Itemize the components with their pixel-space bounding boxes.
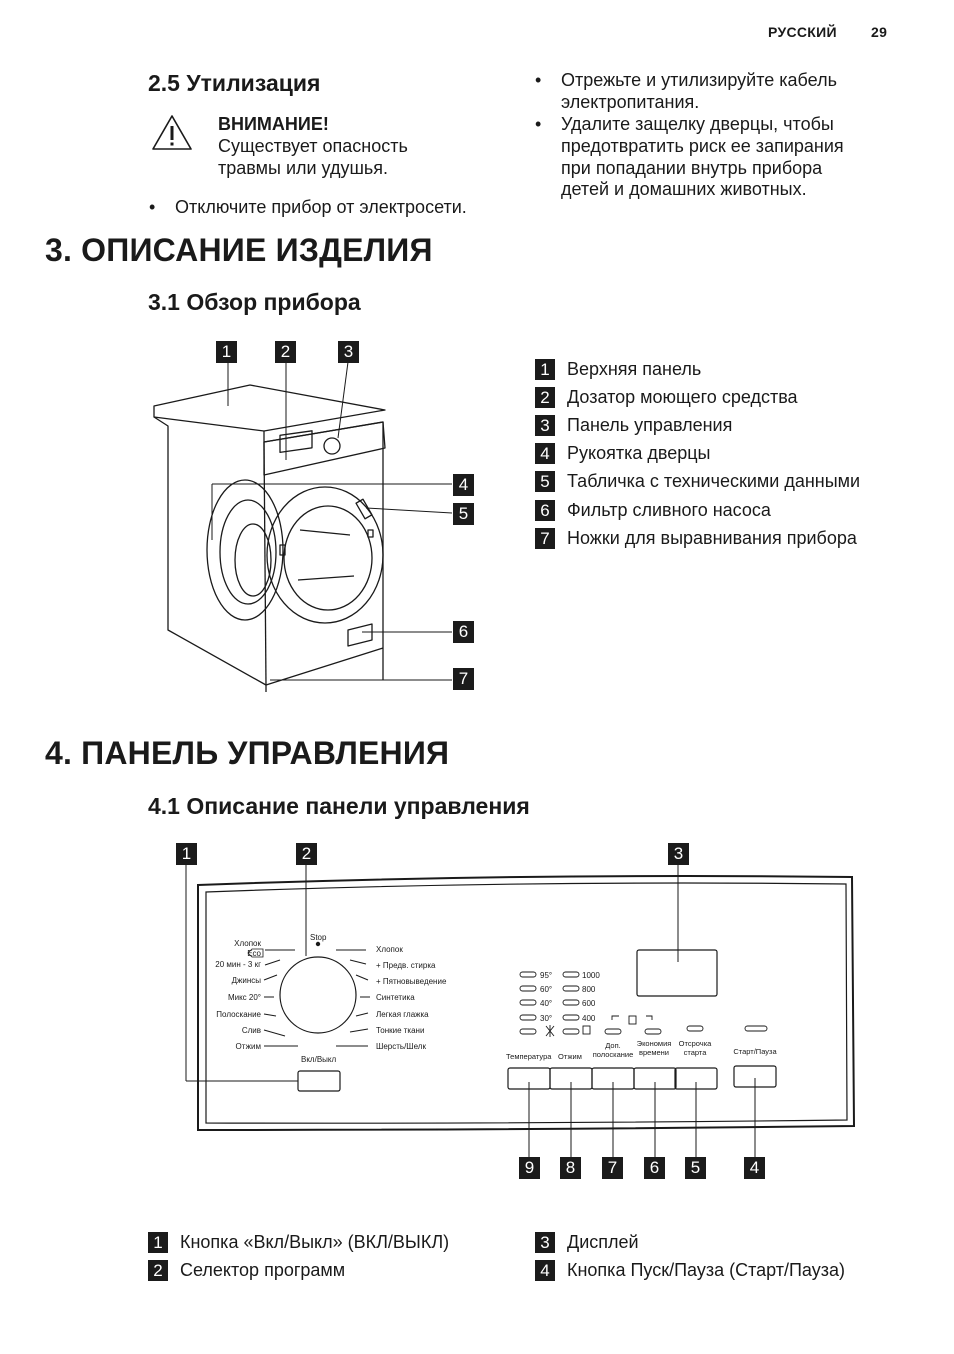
program-easy-iron: Легкая глажка: [376, 1010, 429, 1019]
disposal-title: 2.5 Утилизация: [148, 70, 321, 96]
btn-label-delay-1: Отсрочка: [679, 1039, 712, 1048]
panel-callout-6: 6: [644, 1157, 665, 1179]
temp-95: 95°: [540, 971, 552, 980]
bullet-remove-latch-3: при попадании внутрь прибора: [561, 158, 823, 178]
btn-label-eco-2: времени: [639, 1048, 669, 1057]
temp-60: 60°: [540, 985, 552, 994]
page-number: 29: [871, 24, 888, 40]
control-panel-illustration: Stop Хлопок Eco 20 мин - 3 кг Джинсы Мик…: [185, 865, 856, 1158]
temp-30: 30°: [540, 1014, 552, 1023]
program-drain: Слив: [242, 1026, 261, 1035]
callout-7: 7: [453, 668, 474, 690]
warning-icon: [152, 115, 192, 150]
program-cotton-left: Хлопок: [234, 939, 261, 948]
spin-400: 400: [582, 1014, 596, 1023]
bullet-remove-latch-2: предотвратить риск ее запирания: [561, 136, 844, 156]
program-delicates: Тонкие ткани: [376, 1026, 424, 1035]
btn-label-rinse-1: Доп.: [605, 1041, 620, 1050]
btn-label-spin: Отжим: [558, 1052, 582, 1061]
program-mix: Микс 20°: [228, 993, 261, 1002]
program-rinse: Полоскание: [216, 1010, 261, 1019]
program-stain: + Пятновыведение: [376, 977, 447, 986]
temp-40: 40°: [540, 999, 552, 1008]
program-spin: Отжим: [236, 1042, 261, 1051]
program-20min: 20 мин - 3 кг: [215, 960, 261, 969]
panel-callout-3: 3: [668, 843, 689, 865]
callout-5: 5: [453, 503, 474, 525]
bullet-cut-cable-2: электропитания.: [561, 92, 700, 112]
warning-line-2: травмы или удушья.: [218, 158, 389, 178]
program-eco: Eco: [247, 949, 261, 958]
warning-title: ВНИМАНИЕ!: [218, 114, 329, 134]
callout-2: 2: [275, 341, 296, 363]
header-language: РУССКИЙ: [768, 24, 837, 40]
btn-label-delay-2: старта: [684, 1048, 708, 1057]
panel-callout-5: 5: [685, 1157, 706, 1179]
warning-line-1: Существует опасность: [218, 136, 408, 156]
panel-callout-2: 2: [296, 843, 317, 865]
program-jeans: Джинсы: [232, 976, 262, 985]
washing-machine-illustration: [153, 361, 453, 692]
spin-1000: 1000: [582, 971, 600, 980]
callout-3: 3: [338, 341, 359, 363]
bullet-unplug: Отключите прибор от электросети.: [149, 196, 467, 218]
panel-callout-7: 7: [602, 1157, 623, 1179]
callout-6: 6: [453, 621, 474, 643]
stop-label: Stop: [310, 933, 327, 942]
panel-callout-1: 1: [176, 843, 197, 865]
spin-800: 800: [582, 985, 596, 994]
bullet-cut-cable-1: Отрежьте и утилизируйте кабель: [535, 69, 837, 91]
section-3-1-title: 3.1 Обзор прибора: [148, 289, 361, 315]
bullet-remove-latch-4: детей и домашних животных.: [561, 179, 807, 199]
bullet-remove-latch-1: Удалите защелку дверцы, чтобы: [535, 113, 834, 135]
section-4-title: 4. ПАНЕЛЬ УПРАВЛЕНИЯ: [45, 735, 450, 771]
power-label: Вкл/Выкл: [301, 1055, 336, 1064]
section-3-title: 3. ОПИСАНИЕ ИЗДЕЛИЯ: [45, 232, 433, 268]
panel-callout-4: 4: [744, 1157, 765, 1179]
callout-4: 4: [453, 474, 474, 496]
btn-label-start: Старт/Пауза: [733, 1047, 777, 1056]
program-wool-silk: Шерсть/Шелк: [376, 1042, 426, 1051]
program-synthetics: Синтетика: [376, 993, 415, 1002]
btn-label-temperature: Температура: [506, 1052, 552, 1061]
spin-600: 600: [582, 999, 596, 1008]
panel-callout-8: 8: [560, 1157, 581, 1179]
program-cotton-right: Хлопок: [376, 945, 403, 954]
panel-callout-9: 9: [519, 1157, 540, 1179]
btn-label-eco-1: Экономия: [637, 1039, 672, 1048]
btn-label-rinse-2: полоскание: [593, 1050, 634, 1059]
section-4-1-title: 4.1 Описание панели управления: [148, 793, 530, 819]
program-prewash: + Предв. стирка: [376, 961, 436, 970]
callout-1: 1: [216, 341, 237, 363]
